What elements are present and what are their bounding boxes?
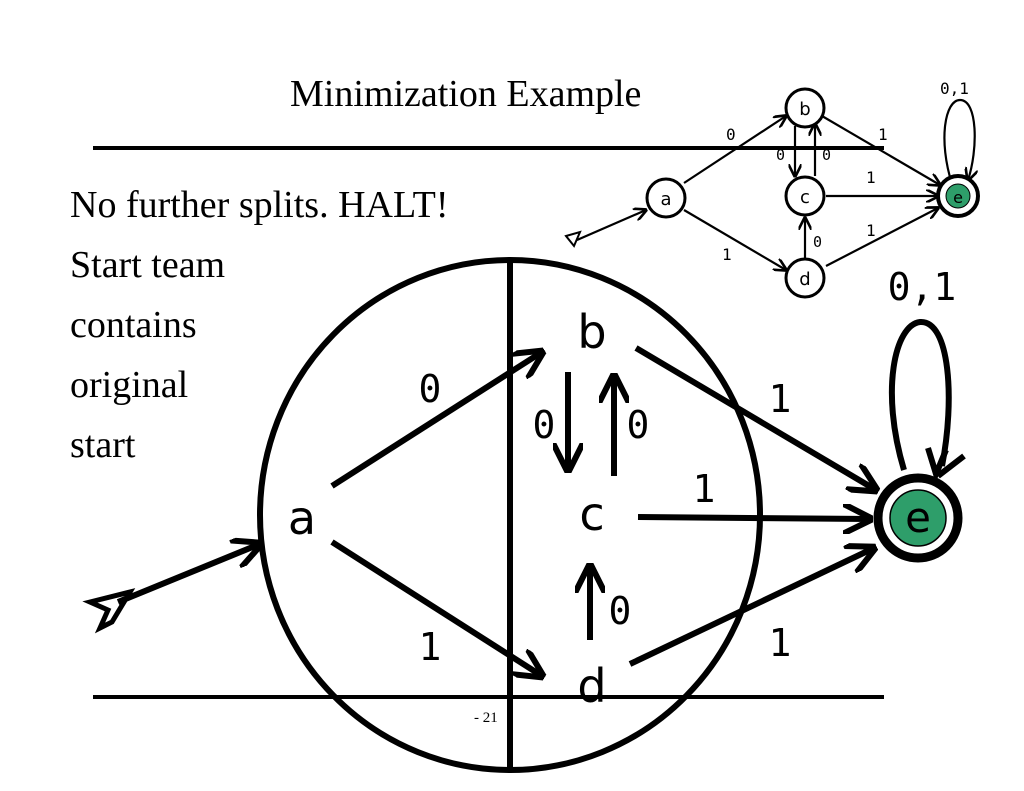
large-edge-c-e xyxy=(637,517,870,519)
large-label-c-b: 0 xyxy=(627,403,650,447)
small-label-c-e: 1 xyxy=(866,168,876,187)
small-state-a-circle xyxy=(645,177,687,219)
small-edge-e-loop xyxy=(943,98,974,185)
large-edge-a-b xyxy=(330,352,542,489)
small-label-c-b: 0 xyxy=(822,146,831,164)
small-state-e-label: e xyxy=(953,188,963,207)
large-edge-d-e xyxy=(628,548,874,667)
small-state-b-label: b xyxy=(799,99,810,120)
large-start-tail xyxy=(82,588,136,634)
small-state-b-circle xyxy=(784,87,826,129)
small-label-b-c: 0 xyxy=(776,146,785,164)
large-edge-a-d xyxy=(330,539,542,676)
body-line-1: No further splits. HALT! xyxy=(70,184,449,226)
small-dfa: a b c d e 0 1 0 0 1 1 0 1 0,1 xyxy=(564,79,980,299)
slide-body: No further splits. HALT! Start team cont… xyxy=(70,175,449,475)
large-state-e-label: e xyxy=(905,493,931,542)
small-label-b-e: 1 xyxy=(878,125,888,144)
small-state-c-label: c xyxy=(800,187,810,208)
small-state-a-label: a xyxy=(660,189,671,210)
body-line-4: original xyxy=(70,364,189,406)
body-line-3: contains xyxy=(70,304,197,346)
small-edge-a-b xyxy=(683,116,786,184)
large-dfa: a b c d e 0 1 0 0 1 1 0 1 0,1 xyxy=(82,257,966,773)
body-line-2: Start team xyxy=(70,244,226,286)
body-line-5: start xyxy=(70,424,136,466)
small-start-tail xyxy=(564,230,582,248)
large-edge-b-e xyxy=(634,345,876,490)
large-label-d-c: 0 xyxy=(609,589,632,633)
large-state-b-label: b xyxy=(577,305,606,359)
small-label-a-d: 1 xyxy=(722,245,732,264)
small-label-d-c: 0 xyxy=(813,233,822,251)
large-label-b-c: 0 xyxy=(533,403,556,447)
small-edge-a-d xyxy=(683,209,786,270)
small-state-d-circle xyxy=(784,257,826,299)
small-state-c-circle xyxy=(784,175,826,217)
large-state-e-inner xyxy=(889,489,947,547)
small-state-d-label: d xyxy=(799,269,810,290)
large-label-c-e: 1 xyxy=(693,467,716,511)
small-state-e-inner xyxy=(945,183,971,209)
large-state-d-label: d xyxy=(577,659,606,713)
small-label-d-e: 1 xyxy=(866,221,876,240)
large-label-a-d: 1 xyxy=(419,625,442,669)
small-edge-d-e xyxy=(825,208,938,267)
small-edge-b-e xyxy=(821,115,940,185)
large-label-b-e: 1 xyxy=(769,377,792,421)
large-state-a-label: a xyxy=(288,491,316,545)
large-state-c-label: c xyxy=(579,487,604,541)
large-label-d-e: 1 xyxy=(769,621,792,665)
slide-title: Minimization Example xyxy=(290,73,642,115)
small-start-arrow xyxy=(576,210,646,242)
large-start-arrow xyxy=(116,544,260,605)
small-label-e-loop: 0,1 xyxy=(940,79,969,98)
large-label-e-loop: 0,1 xyxy=(888,265,957,309)
page-number: - 21 xyxy=(474,710,498,726)
large-edge-e-loop-head xyxy=(925,447,949,483)
small-label-a-b: 0 xyxy=(726,125,736,144)
large-edge-e-loop xyxy=(888,319,952,471)
large-edge-e-loop-tail xyxy=(936,453,966,479)
large-label-a-b: 0 xyxy=(419,367,442,411)
